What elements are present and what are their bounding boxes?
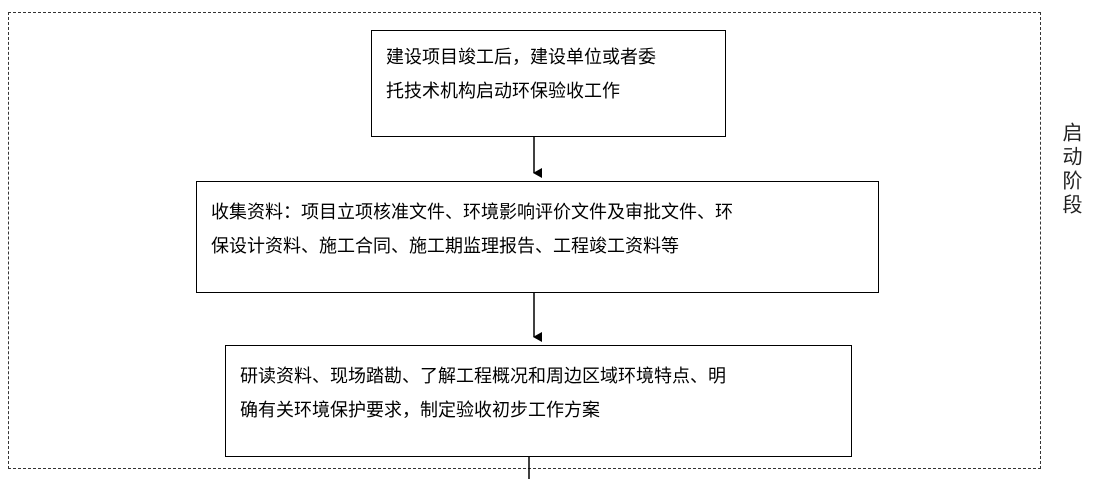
step-text-line: 建设项目竣工后，建设单位或者委 [386, 47, 656, 68]
flow-step-collect-materials: 收集资料：项目立项核准文件、环境影响评价文件及审批文件、环 保设计资料、施工合同… [196, 181, 879, 293]
step-text-line: 收集资料：项目立项核准文件、环境影响评价文件及审批文件、环 [211, 202, 733, 223]
step-text-line: 确有关环境保护要求，制定验收初步工作方案 [240, 400, 600, 421]
flow-step-study-and-survey: 研读资料、现场踏勘、了解工程概况和周边区域环境特点、明 确有关环境保护要求，制定… [225, 345, 852, 457]
flow-step-start-acceptance: 建设项目竣工后，建设单位或者委 托技术机构启动环保验收工作 [371, 30, 726, 137]
step-text-line: 保设计资料、施工合同、施工期监理报告、工程竣工资料等 [211, 236, 679, 257]
stage-frame-start [8, 12, 1041, 469]
step-text-line: 托技术机构启动环保验收工作 [386, 81, 620, 102]
step-text-line: 研读资料、现场踏勘、了解工程概况和周边区域环境特点、明 [240, 366, 726, 387]
stage-label: 启动阶段 [1059, 122, 1083, 218]
